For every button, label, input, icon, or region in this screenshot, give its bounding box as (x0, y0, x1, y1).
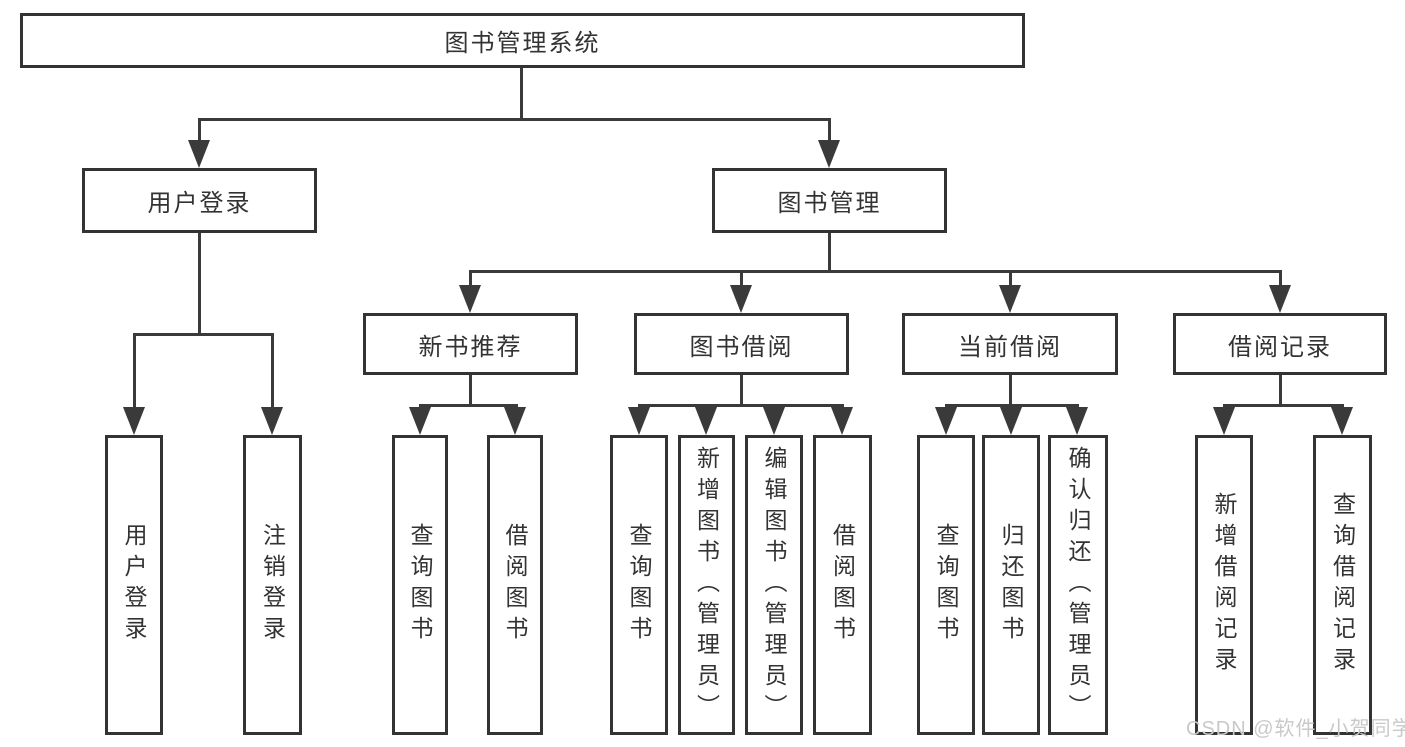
leaf-cb-confirm-return-admin: 确认归还（管理员） (1048, 435, 1108, 735)
arrowhead-login-leaf-icon (123, 407, 145, 435)
leaf-cb-return-books-label: 归还图书 (998, 523, 1024, 647)
connector-book-borrow-rail (638, 404, 844, 407)
connector-book-borrow-stem (740, 375, 743, 406)
leaf-bb-query-books: 查询图书 (610, 435, 668, 735)
arrowhead-user-login-icon (188, 140, 210, 168)
leaf-logout-label: 注销登录 (259, 523, 286, 647)
connector-borrow-record-rail (1223, 404, 1344, 407)
connector-user-login-drop (198, 118, 201, 148)
connector-book-mgmt-stem (828, 233, 831, 273)
arrowhead-bb-query-icon (628, 407, 650, 435)
connector-user-login-stem (198, 233, 201, 335)
connector-book-mgmt-rail (469, 270, 1282, 273)
leaf-cb-confirm-return-admin-label: 确认归还（管理员） (1065, 445, 1091, 725)
arrowhead-bb-edit-icon (763, 407, 785, 435)
leaf-nb-query-books: 查询图书 (392, 435, 448, 735)
leaf-nb-borrow-books-label: 借阅图书 (502, 523, 528, 647)
node-current-borrowing: 当前借阅 (902, 313, 1118, 375)
leaf-bb-borrow-books-label: 借阅图书 (829, 523, 856, 647)
arrowhead-cb-query-icon (935, 407, 957, 435)
connector-new-book-stem (469, 375, 472, 406)
connector-user-login-rail (133, 333, 274, 336)
leaf-bb-add-books-admin-label: 新增图书（管理员） (693, 445, 720, 725)
arrowhead-bb-borrow-icon (831, 407, 853, 435)
connector-book-borrow-drop (740, 270, 743, 290)
connector-root-rail (198, 118, 831, 121)
arrowhead-nb-query-icon (409, 407, 431, 435)
leaf-nb-query-books-label: 查询图书 (407, 523, 433, 647)
node-new-book-recommend: 新书推荐 (363, 313, 578, 375)
csdn-watermark: CSDN @软件_小贺同学 (1186, 718, 1405, 740)
leaf-bb-edit-books-admin: 编辑图书（管理员） (745, 435, 803, 735)
leaf-cb-query-books-label: 查询图书 (933, 523, 959, 647)
leaf-bb-add-books-admin: 新增图书（管理员） (678, 435, 735, 735)
leaf-user-login: 用户登录 (105, 435, 163, 735)
arrowhead-br-add-icon (1213, 407, 1235, 435)
leaf-br-query-record: 查询借阅记录 (1313, 435, 1372, 735)
node-book-borrowing: 图书借阅 (634, 313, 849, 375)
leaf-bb-query-books-label: 查询图书 (626, 523, 652, 647)
arrowhead-br-query-icon (1331, 407, 1353, 435)
leaf-logout: 注销登录 (243, 435, 302, 735)
connector-root-stem (520, 68, 523, 120)
arrowhead-cb-return-icon (1000, 407, 1022, 435)
connector-login-leaf-drop (133, 333, 136, 411)
leaf-br-add-record: 新增借阅记录 (1195, 435, 1253, 735)
arrowhead-new-book-icon (459, 285, 481, 313)
node-user-login: 用户登录 (82, 168, 317, 233)
arrowhead-book-borrow-icon (730, 285, 752, 313)
leaf-bb-edit-books-admin-label: 编辑图书（管理员） (761, 445, 787, 725)
leaf-cb-return-books: 归还图书 (982, 435, 1040, 735)
leaf-br-add-record-label: 新增借阅记录 (1211, 492, 1237, 678)
connector-new-book-rail (419, 404, 518, 407)
leaf-br-query-record-label: 查询借阅记录 (1329, 492, 1356, 678)
arrowhead-bb-add-icon (695, 407, 717, 435)
connector-current-borrow-stem (1009, 375, 1012, 406)
leaf-bb-borrow-books: 借阅图书 (813, 435, 872, 735)
arrowhead-logout-leaf-icon (261, 407, 283, 435)
connector-current-borrow-drop (1009, 270, 1012, 290)
arrowhead-cb-confirm-icon (1066, 407, 1088, 435)
arrowhead-book-mgmt-icon (818, 140, 840, 168)
arrowhead-borrow-record-icon (1269, 285, 1291, 313)
node-book-management: 图书管理 (712, 168, 947, 233)
connector-logout-leaf-drop (271, 333, 274, 411)
arrowhead-current-borrow-icon (999, 285, 1021, 313)
node-library-system: 图书管理系统 (20, 13, 1025, 68)
connector-book-mgmt-drop (828, 118, 831, 148)
connector-borrow-record-stem (1279, 375, 1282, 406)
arrowhead-nb-borrow-icon (504, 407, 526, 435)
leaf-nb-borrow-books: 借阅图书 (487, 435, 543, 735)
node-borrow-records: 借阅记录 (1173, 313, 1387, 375)
connector-borrow-record-drop (1279, 270, 1282, 290)
leaf-cb-query-books: 查询图书 (917, 435, 975, 735)
connector-new-book-drop (469, 270, 472, 290)
leaf-user-login-label: 用户登录 (121, 523, 147, 647)
